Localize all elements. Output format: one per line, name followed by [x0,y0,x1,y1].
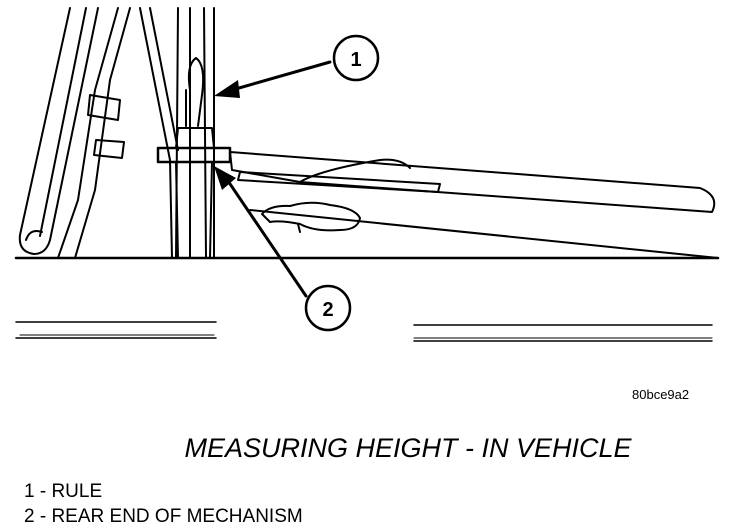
legend-item-1: 1 - RULE [24,481,103,502]
rule [175,7,215,259]
callout-2-circle [304,284,352,332]
legend-item-2: 2 - REAR END OF MECHANISM [24,506,303,527]
callout-2-arrowhead [214,166,236,190]
figure-caption: MEASURING HEIGHT - IN VEHICLE [0,433,736,464]
callout-2-leader [224,176,308,298]
figure-caption-text: MEASURING HEIGHT - IN VEHICLE [184,433,632,463]
legend: 1 - RULE 2 - REAR END OF MECHANISM [24,479,303,529]
illustration: 1 2 [14,7,720,342]
clamp [156,146,232,164]
callout-1-number: 1 [350,49,361,71]
door-frame [18,7,99,255]
callout-1-circle [332,34,380,82]
callout-2-number: 2 [322,299,333,321]
callout-1-arrowhead [214,80,240,98]
callout-1-leader [230,60,332,92]
figure-id: 80bce9a2 [632,387,690,402]
